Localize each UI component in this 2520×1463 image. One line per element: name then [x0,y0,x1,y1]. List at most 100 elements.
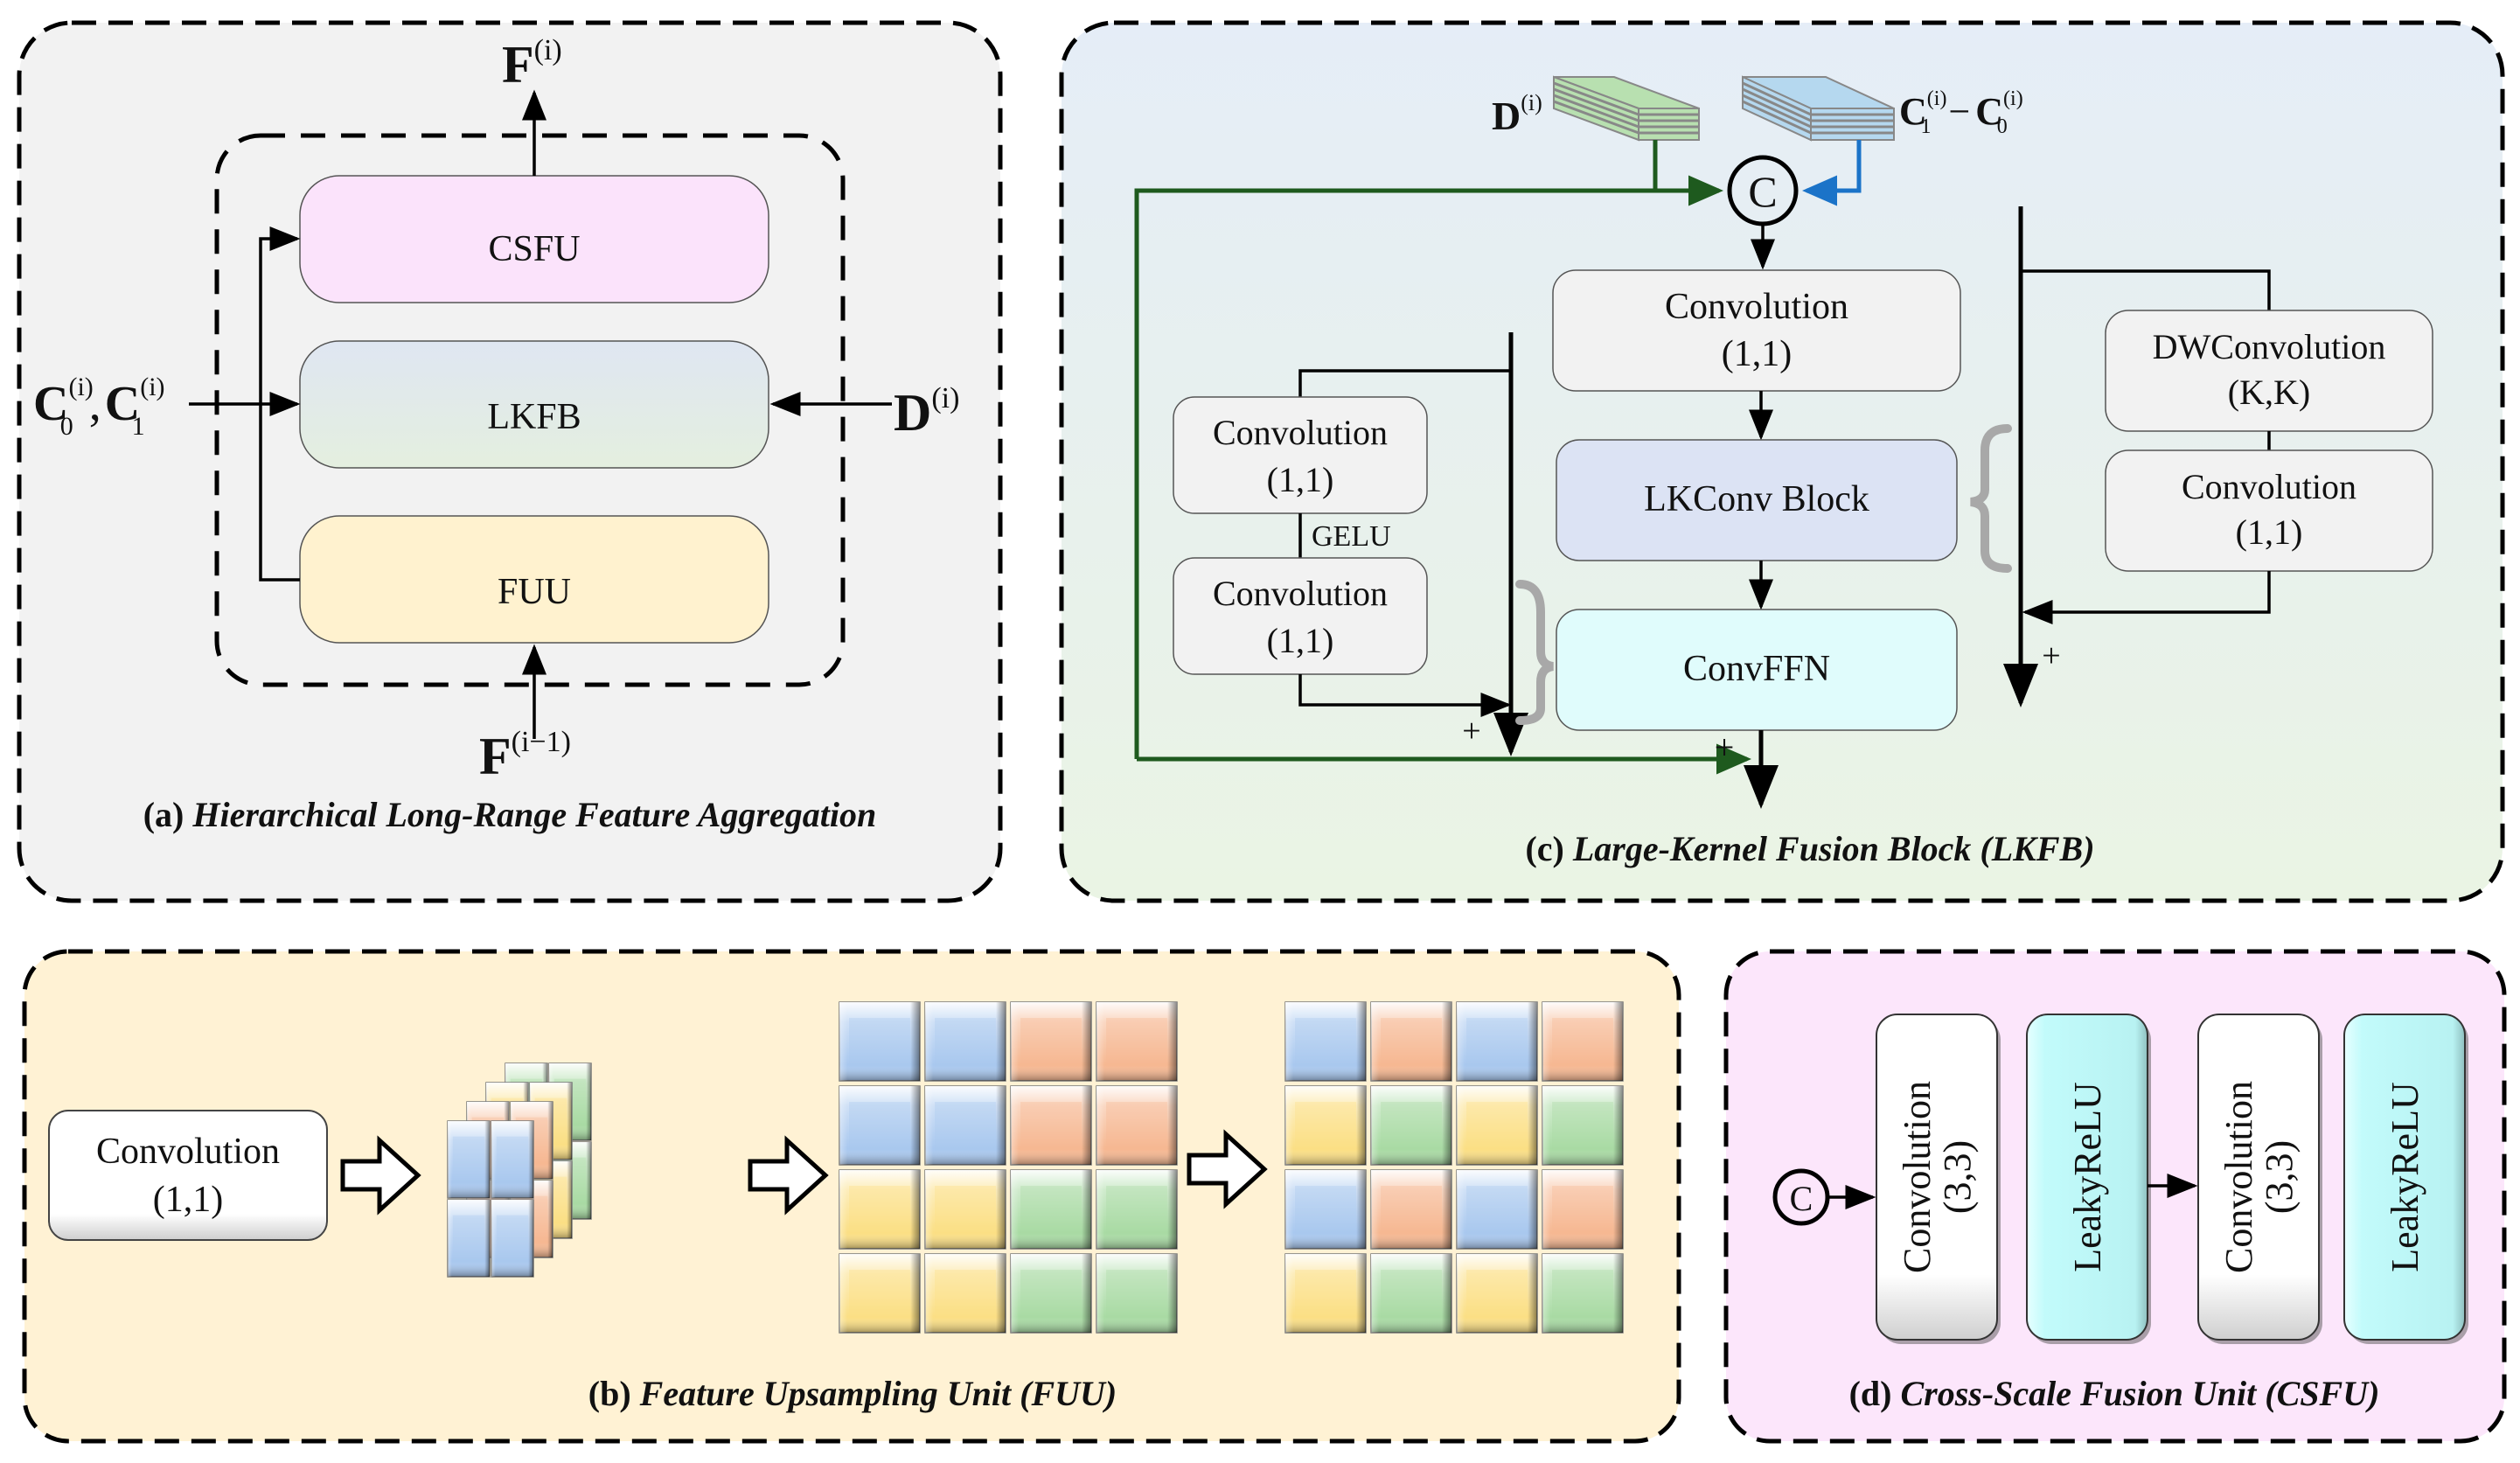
lkconv-block[interactable] [1556,439,1958,561]
grid-mid-tile [1096,1085,1178,1166]
grid-out-tile [1370,1001,1452,1082]
stack-layer-blue [447,1120,534,1278]
csfu-leakyrelu-block[interactable]: LeakyReLU [2343,1014,2468,1344]
grid-out-tile [1542,1253,1624,1334]
csfu-block-label: Convolution(3,3) [1896,1081,1979,1273]
lk-conv-line1: Convolution [2182,467,2356,506]
csfu-block-label: LeakyReLU [2066,1082,2109,1271]
ffn-conv-a-line1: Convolution [1213,413,1388,452]
fuu-conv-line1: Convolution [96,1132,280,1172]
csfu-block-row: Convolution(3,3) LeakyReLU Convolution(3,3… [1876,1014,2468,1344]
grid-mid-tile [1096,1169,1178,1250]
grid-mid-tile [1096,1001,1178,1082]
csfu-concat-symbol: C [1790,1179,1813,1218]
panel-a-caption: (a) Hierarchical Long-Range Feature Aggr… [143,795,877,834]
fuu-to-csfu-arrow [259,226,301,582]
ffn-branch-in [1298,369,1511,397]
grid-out-tile [1542,1001,1624,1082]
grid-mid-tile [1010,1085,1092,1166]
ffn-plus: + [1462,713,1480,749]
ffn-brace [1515,580,1555,725]
grid-out-tile [1284,1253,1367,1334]
grid-mid-tile [924,1001,1006,1082]
convffn-block[interactable] [1556,609,1958,731]
input-right-label: D(i) [894,382,959,442]
csfu-conv-block[interactable]: Convolution(3,3) [1876,1014,2001,1344]
d-feature-stack [1553,75,1700,142]
main-conv-block[interactable] [1552,269,1961,392]
grid-out-tile [1456,1085,1538,1166]
lkfb-label: LKFB [487,397,581,437]
fuu-label: FUU [498,572,571,612]
c-diff-input-label: C(i)1−C(i)0 [1899,87,2023,138]
lk-brace [1970,424,2012,573]
panel-d-caption: (d) Cross-Scale Fusion Unit (CSFU) [1849,1374,2380,1413]
grid-mid-tile [1010,1169,1092,1250]
output-label: F(i) [502,34,562,94]
csfu-leakyrelu-block[interactable]: LeakyReLU [2026,1014,2151,1344]
grid-mid-tile [839,1001,921,1082]
lk-branch-out [2022,571,2271,624]
pixel-shuffle-input-stack [447,1062,592,1278]
gelu-label: GELU [1312,520,1391,553]
hollow-arrow-icon [340,1135,421,1216]
hollow-arrow-icon [1187,1129,1268,1209]
hollow-arrow-icon [748,1135,829,1216]
grid-out-tile [1542,1085,1624,1166]
csfu-conv-block[interactable]: Convolution(3,3) [2197,1014,2322,1344]
grid-mid-tile [1010,1253,1092,1334]
lk-plus: + [2042,637,2060,674]
d-input-label: D(i) [1492,90,1542,138]
grid-out-tile [1456,1169,1538,1250]
stack-tile [447,1199,491,1278]
grid-mid-tile [924,1253,1006,1334]
main-conv-line1: Convolution [1665,287,1848,327]
rearranged-grid [839,1001,1178,1334]
dwconv-line1: DWConvolution [2153,327,2386,366]
convffn-label: ConvFFN [1683,649,1830,689]
grid-out-tile [1456,1001,1538,1082]
ffn-conv-b-line2: (1,1) [1267,621,1334,660]
csfu-block-label: LeakyReLU [2384,1082,2426,1271]
grid-out-tile [1370,1253,1452,1334]
panel-c-caption: (c) Large-Kernel Fusion Block (LKFB) [1525,829,2094,868]
csfu-label: CSFU [488,229,580,269]
csfu-block-label: Convolution(3,3) [2217,1081,2301,1273]
input-left-label: C(i)0,C(i)1 [33,373,165,441]
grid-out-tile [1370,1085,1452,1166]
grid-out-tile [1542,1169,1624,1250]
lk-conv-line2: (1,1) [2236,512,2303,552]
c-diff-feature-stack [1742,75,1895,142]
c-diff-input-arrow [1802,140,1862,206]
grid-out-tile [1456,1253,1538,1334]
grid-out-tile [1284,1001,1367,1082]
lk-branch-in [2021,269,2271,310]
grid-mid-tile [924,1169,1006,1250]
panel-b-caption: (b) Feature Upsampling Unit (FUU) [588,1374,1117,1413]
grid-out-tile [1284,1085,1367,1166]
concat-symbol: C [1748,167,1777,216]
lkconv-label: LKConv Block [1644,479,1869,519]
grid-out-tile [1370,1169,1452,1250]
panel-b: Convolution (1,1) (b) Feature Upsampling… [22,949,1681,1444]
grid-mid-tile [1096,1253,1178,1334]
fuu-conv-block[interactable] [48,1110,328,1241]
stack-tile [491,1120,534,1199]
stack-tile [447,1120,491,1199]
input-bottom-label: F(i−1) [479,726,571,785]
stack-tile [491,1199,534,1278]
grid-mid-tile [1010,1001,1092,1082]
inner-module-frame [214,133,846,687]
grid-mid-tile [839,1085,921,1166]
panel-c: D(i) C(i)1−C(i)0 C Convolution (1,1) LKC… [1059,20,2505,903]
dwconv-line2: (K,K) [2228,373,2310,412]
grid-mid-tile [839,1169,921,1250]
ffn-conv-b-line1: Convolution [1213,574,1388,613]
main-conv-line2: (1,1) [1722,334,1792,374]
grid-out-tile [1284,1169,1367,1250]
fuu-conv-line2: (1,1) [153,1180,223,1220]
grid-mid-tile [924,1085,1006,1166]
panel-a: CSFU LKFB FUU F(i) F(i−1) C(i)0,C(i)1 D(… [17,20,1003,903]
